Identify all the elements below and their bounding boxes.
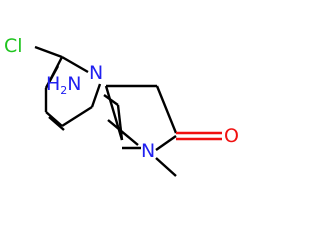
bond-ch2-carbonyl [155, 85, 178, 134]
bond-c2-c3-inner [44, 65, 60, 89]
bond-c5-c6 [61, 105, 93, 128]
bond-c2-n1 [61, 55, 89, 74]
atom-labels: Cl N H2N O N [4, 35, 239, 162]
molecule-structure: Cl N H2N O N [4, 35, 239, 177]
bond-c6-n1 [90, 83, 102, 108]
amino-h: H [46, 73, 60, 95]
chlorine-label: Cl [4, 35, 23, 57]
bond-carbonyl-n [155, 135, 177, 151]
bond-cl-c2 [34, 45, 63, 59]
bond-c4-c5 [45, 111, 63, 127]
bonds [34, 45, 222, 177]
bond-c4-c5-inner [48, 116, 65, 131]
carbonyl-oxygen-label: O [224, 125, 239, 147]
pyridine-nitrogen-label: N [89, 62, 103, 84]
amino-label: H2N [46, 73, 82, 97]
bond-n-methyl [155, 157, 177, 177]
amino-subscript: 2 [60, 84, 67, 97]
amide-nitrogen-label: N [141, 140, 155, 162]
amino-n: N [67, 73, 81, 95]
bond-ch2-ncarb [104, 85, 124, 141]
bond-ring-ch2b [107, 119, 139, 146]
